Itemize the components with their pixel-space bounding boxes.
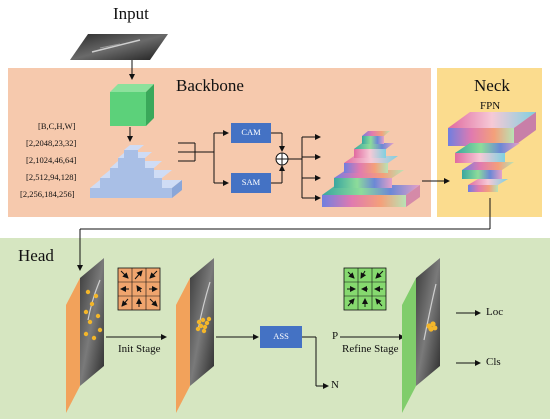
attention-connectors [271, 132, 285, 184]
input-image [70, 34, 168, 60]
n-label: N [331, 379, 339, 391]
circle-plus-icon [275, 152, 289, 166]
dim-label: [B,C,H,W] [38, 121, 76, 131]
sam-box [231, 173, 271, 193]
fpn-feature-stack [448, 112, 536, 192]
loc-label: Loc [486, 306, 504, 318]
cam-label: CAM [241, 127, 261, 137]
head-title: Head [18, 246, 54, 265]
dim-label: [2,256,184,256] [20, 189, 75, 199]
cls-label: Cls [486, 356, 501, 368]
clustered-feature-map [176, 258, 214, 413]
input-title: Input [113, 4, 149, 23]
refined-feature-map [402, 258, 440, 413]
neck-to-head-connector [77, 198, 491, 271]
fusion-connectors [288, 134, 321, 201]
arrow-grid-icon-refine [343, 267, 387, 311]
refine-stage-label: Refine Stage [342, 343, 399, 355]
pyramid-connectors [178, 130, 229, 186]
fpn-subtitle: FPN [480, 100, 501, 112]
input-cube [110, 84, 154, 126]
arrow-grid-icon-init [117, 267, 161, 311]
p-label: P [332, 330, 339, 342]
dim-label: [2,1024,46,64] [26, 155, 77, 165]
backbone-title: Backbone [176, 76, 244, 95]
ass-connectors [302, 334, 405, 389]
dim-label: [2,2048,23,32] [26, 138, 77, 148]
init-feature-map [66, 258, 104, 413]
ass-box [260, 326, 302, 348]
neck-title: Neck [474, 76, 510, 95]
backbone-pyramid [90, 145, 182, 198]
ass-label: ASS [273, 331, 289, 341]
sam-label: SAM [241, 177, 261, 187]
cam-box [231, 123, 271, 143]
dim-label: [2,512,94,128] [26, 172, 77, 182]
init-stage-label: Init Stage [118, 343, 161, 355]
fused-feature-stack [322, 131, 420, 207]
